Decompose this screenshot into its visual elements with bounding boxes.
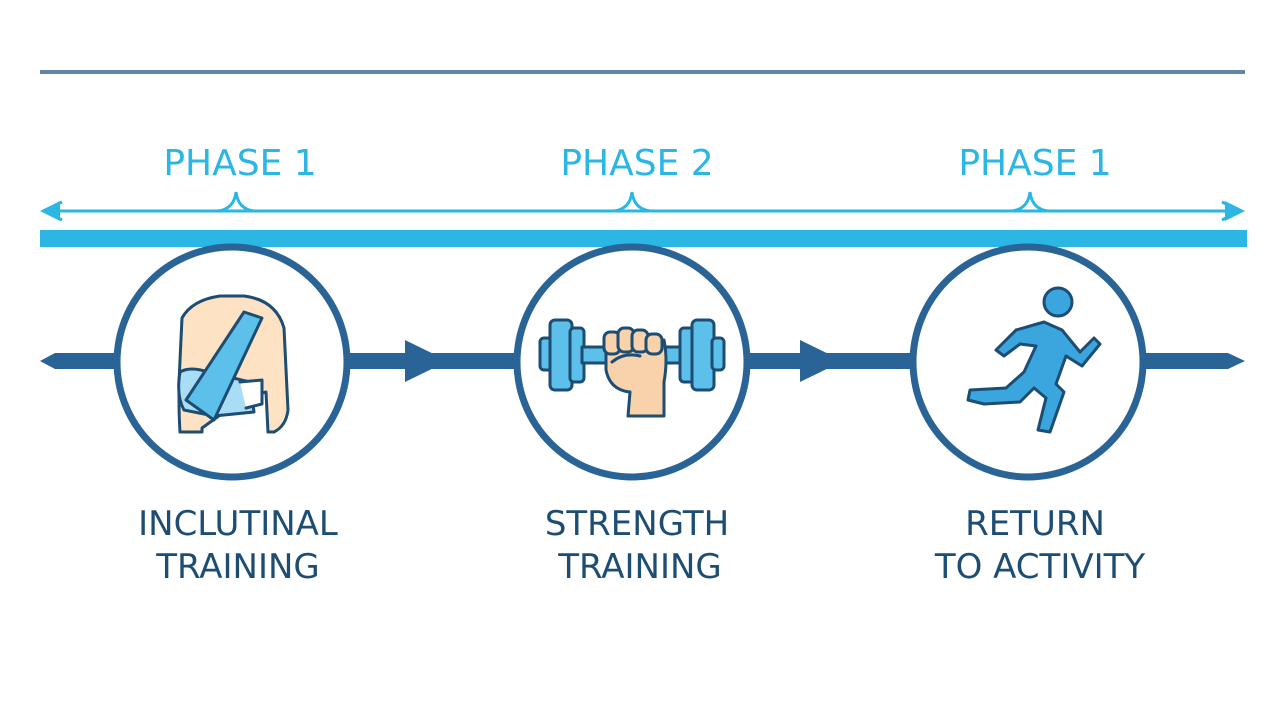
step-2-label-line-2: TRAINING [557, 547, 722, 587]
phase-2-label: PHASE 2 [560, 143, 713, 184]
step-2-label-line-1: STRENGTH [545, 504, 729, 544]
step-1-label-line-1: INCLUTINAL [138, 504, 338, 544]
arm-sling-icon [177, 294, 290, 434]
dumbbell-fist-icon [538, 318, 726, 418]
phase-band [40, 230, 1247, 247]
timeline [40, 340, 1245, 382]
step-3-label-line-1: RETURN [965, 504, 1105, 544]
bracket-right-arrowhead [1225, 201, 1245, 221]
step-1-label-line-2: TRAINING [155, 547, 320, 587]
phase-bracket [42, 191, 1242, 222]
bracket-left-arrowhead [40, 201, 60, 221]
step-3-label-line-2: TO ACTIVITY [934, 547, 1146, 587]
running-person-icon [966, 286, 1102, 434]
phase-1-label: PHASE 1 [163, 143, 316, 184]
phase-3-label: PHASE 1 [958, 143, 1111, 184]
